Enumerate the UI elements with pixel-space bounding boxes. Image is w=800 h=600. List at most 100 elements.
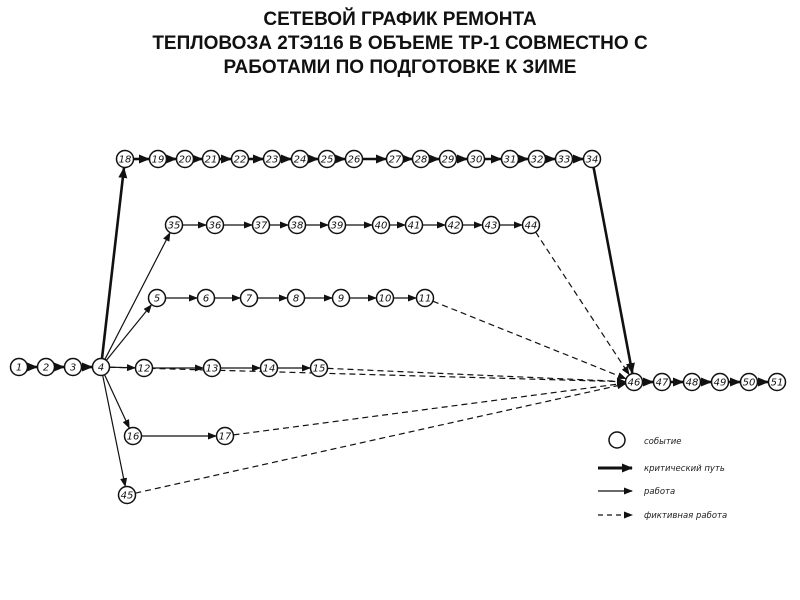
event-number: 1	[16, 363, 22, 374]
event-node-8: 8	[286, 288, 306, 308]
event-node-51: 51	[767, 372, 787, 392]
event-node-45: 45	[117, 485, 137, 505]
event-circle	[201, 149, 221, 169]
event-node-4: 4	[91, 357, 111, 377]
event-node-17: 17	[215, 426, 235, 446]
event-number: 28	[415, 155, 428, 166]
event-node-6: 6	[196, 288, 216, 308]
event-number: 15	[313, 364, 326, 375]
event-node-15: 15	[309, 358, 329, 378]
event-circle	[624, 372, 644, 392]
event-number: 12	[138, 364, 151, 375]
event-node-13: 13	[202, 358, 222, 378]
event-circle	[202, 358, 222, 378]
title-line-3: РАБОТАМИ ПО ПОДГОТОВКЕ К ЗИМЕ	[223, 57, 577, 78]
event-number: 19	[152, 155, 165, 166]
event-node-3: 3	[63, 357, 83, 377]
event-circle	[230, 149, 250, 169]
event-circle	[63, 357, 83, 377]
event-number: 48	[686, 378, 699, 389]
event-node-21: 21	[201, 149, 221, 169]
event-node-12: 12	[134, 358, 154, 378]
event-circle	[317, 149, 337, 169]
event-circle	[710, 372, 730, 392]
event-circle	[287, 215, 307, 235]
event-number: 44	[525, 221, 538, 232]
event-number: 35	[168, 221, 181, 232]
event-circle	[239, 288, 259, 308]
event-number: 29	[442, 155, 455, 166]
event-node-5: 5	[147, 288, 167, 308]
event-node-38: 38	[287, 215, 307, 235]
event-node-32: 32	[527, 149, 547, 169]
event-number: 49	[714, 378, 727, 389]
event-number: 25	[321, 155, 334, 166]
event-number: 27	[389, 155, 402, 166]
event-node-30: 30	[466, 149, 486, 169]
event-number: 18	[119, 155, 132, 166]
event-number: 14	[263, 364, 276, 375]
diagram-title: СЕТЕВОЙ ГРАФИК РЕМОНТА ТЕПЛОВОЗА 2ТЭ116 …	[0, 8, 800, 80]
event-circle	[91, 357, 111, 377]
event-circle	[262, 149, 282, 169]
dummy-work-arrow-17-46	[233, 380, 627, 436]
event-node-40: 40	[371, 215, 391, 235]
event-number: 21	[205, 155, 218, 166]
event-number: 38	[291, 221, 304, 232]
event-circle	[411, 149, 431, 169]
legend-work-label: работа	[643, 487, 675, 497]
event-circle	[652, 372, 672, 392]
event-number: 5	[154, 294, 160, 305]
event-circle	[327, 215, 347, 235]
event-number: 11	[419, 294, 432, 305]
event-number: 3	[70, 363, 76, 374]
event-circle	[415, 288, 435, 308]
work-arrow-4-35	[104, 232, 171, 360]
event-circle	[175, 149, 195, 169]
event-node-33: 33	[554, 149, 574, 169]
event-node-2: 2	[36, 357, 56, 377]
title-line-1: СЕТЕВОЙ ГРАФИК РЕМОНТА	[263, 9, 537, 30]
event-circle	[554, 149, 574, 169]
legend-dummy-work-label: фиктивная работа	[644, 511, 727, 521]
event-number: 13	[206, 364, 219, 375]
event-circle	[115, 149, 135, 169]
legend-event-symbol	[608, 431, 626, 449]
legend-event-label: событие	[644, 437, 682, 447]
event-number: 31	[504, 155, 517, 166]
event-circle	[290, 149, 310, 169]
event-number: 32	[531, 155, 544, 166]
event-circle	[582, 149, 602, 169]
work-arrow-4-45	[102, 375, 128, 488]
event-node-16: 16	[123, 426, 143, 446]
critical-path-arrow-34-46	[592, 167, 635, 375]
critical-path-arrow-4-18	[100, 166, 128, 359]
event-circle	[36, 357, 56, 377]
event-node-35: 35	[164, 215, 184, 235]
event-number: 16	[127, 432, 140, 443]
event-circle	[205, 215, 225, 235]
event-circle	[375, 288, 395, 308]
event-circle	[481, 215, 501, 235]
event-number: 10	[379, 294, 392, 305]
event-node-19: 19	[148, 149, 168, 169]
event-node-31: 31	[500, 149, 520, 169]
event-number: 45	[121, 491, 134, 502]
event-number: 17	[219, 432, 232, 443]
event-circle	[309, 358, 329, 378]
event-circle	[331, 288, 351, 308]
event-circle	[385, 149, 405, 169]
edges-layer	[27, 154, 769, 494]
event-number: 50	[743, 378, 756, 389]
event-node-18: 18	[115, 149, 135, 169]
event-node-27: 27	[385, 149, 405, 169]
event-node-49: 49	[710, 372, 730, 392]
event-number: 51	[771, 378, 784, 389]
event-number: 30	[470, 155, 483, 166]
event-circle	[500, 149, 520, 169]
event-node-26: 26	[344, 149, 364, 169]
event-node-1: 1	[9, 357, 29, 377]
event-circle	[215, 426, 235, 446]
event-circle	[148, 149, 168, 169]
event-number: 43	[485, 221, 498, 232]
